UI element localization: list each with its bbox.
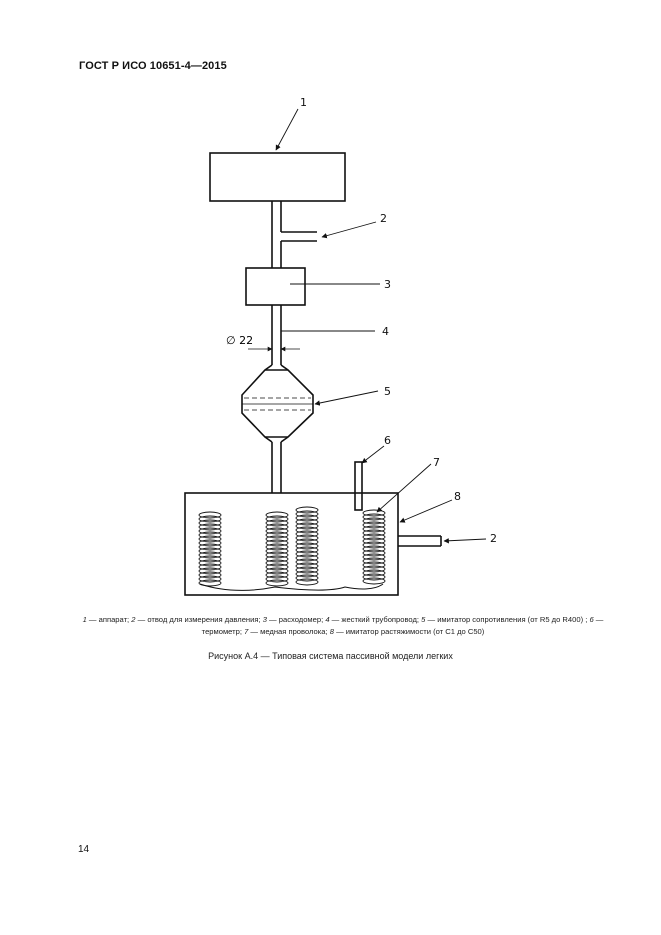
legend-item: 5 — имитатор сопротивления (от R5 до R40… [421,615,590,624]
legend-item: 2 — отвод для измерения давления; [131,615,263,624]
legend-item: 7 — медная проволока; [244,627,330,636]
copper-wire [199,583,384,591]
page-number: 14 [78,844,90,855]
figure-legend: 1 — аппарат; 2 — отвод для измерения дав… [78,614,608,638]
callout-2-outlet: 2 [490,532,497,545]
callout-1: 1 [300,96,307,109]
figure-title: Рисунок А.4 — Типовая система пассивной … [208,651,453,661]
apparatus-box [209,152,346,202]
legend-item: 6 — термометр; [201,615,604,636]
callout-2-pressure-tap: 2 [380,212,387,225]
callout-6: 6 [384,434,391,447]
thermometer [354,461,363,511]
callout-4: 4 [382,325,389,338]
coil-spring [362,509,386,585]
copper-wire-coils [198,506,386,587]
legend-item: 3 — расходомер; [262,615,326,624]
coil-spring [265,511,289,587]
diameter-dimension: ∅ 22 [226,334,253,347]
legend-item: 1 — аппарат; [82,615,132,624]
flowmeter-box [245,267,306,306]
legend-item: 8 — имитатор растяжимости (от C1 до C50) [329,627,485,636]
coil-spring [295,506,319,586]
callout-8: 8 [454,490,461,503]
callout-5: 5 [384,385,391,398]
resistance-simulator [241,364,314,443]
legend-item: 4 — жесткий трубопровод; [325,615,422,624]
callout-3: 3 [384,278,391,291]
compliance-simulator-box [184,492,399,596]
callout-7: 7 [433,456,440,469]
document-header: ГОСТ Р ИСО 10651-4—2015 [79,60,227,72]
coil-spring [198,511,222,587]
